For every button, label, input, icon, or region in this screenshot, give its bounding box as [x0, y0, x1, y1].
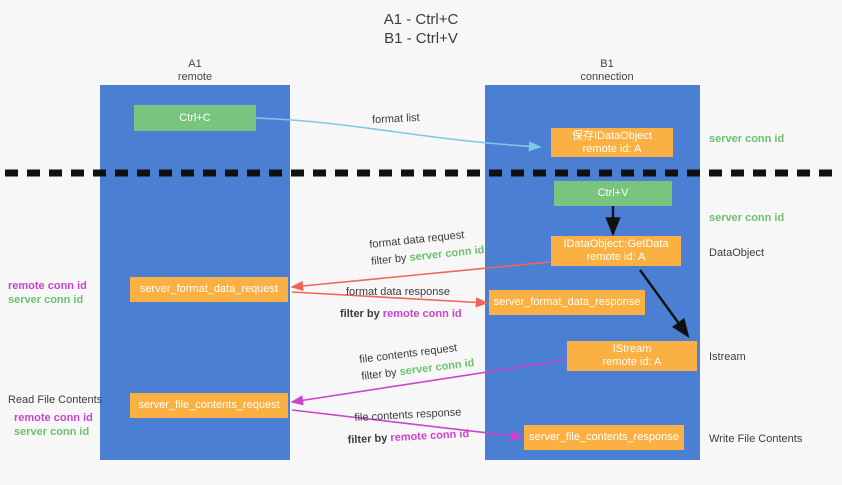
label-format-data-response-group: format data response filter by remote co…	[340, 285, 462, 321]
label-right-server-conn-mid: server conn id	[709, 212, 785, 224]
box-idataobject-getdata[interactable]: IDataObject::GetData remote id: A	[551, 236, 681, 266]
box-server-format-data-request[interactable]: server_format_data_request	[130, 277, 288, 302]
lane-b1-sub: connection	[580, 71, 634, 83]
title-line-2: B1 - Ctrl+V	[384, 30, 458, 47]
lane-header-b1: B1 connection	[537, 58, 677, 84]
lane-a1-name: A1	[188, 58, 202, 70]
label-format-data-response: format data response	[346, 286, 450, 298]
lane-header-a1: A1 remote	[125, 58, 265, 84]
box-server-file-contents-response-label: server_file_contents_response	[529, 431, 679, 443]
label-left-remote-conn-2: remote conn id	[14, 412, 93, 424]
label-left-remote-conn-1: remote conn id	[8, 280, 87, 292]
lane-a1-sub: remote	[177, 71, 213, 83]
lane-b1-name: B1	[600, 58, 614, 70]
filter-value-remote-conn-2: remote conn id	[390, 428, 470, 445]
box-istream-line2: remote id: A	[602, 356, 662, 368]
label-file-contents-response-filter: filter by remote conn id	[347, 427, 469, 447]
diagram-title: A1 - Ctrl+C B1 - Ctrl+V	[0, 10, 842, 48]
box-idataobject-getdata-line1: IDataObject::GetData	[563, 238, 669, 250]
filter-prefix-2: filter by	[340, 308, 383, 320]
label-right-istream: Istream	[709, 351, 746, 363]
label-right-write-file-contents: Write File Contents	[709, 433, 803, 445]
box-ctrl-v[interactable]: Ctrl+V	[554, 181, 672, 206]
label-file-contents-request-group: file contents request filter by server c…	[359, 339, 476, 384]
filter-prefix-1: filter by	[370, 251, 411, 268]
label-format-data-response-filter: filter by remote conn id	[340, 307, 462, 321]
filter-prefix-3: filter by	[360, 366, 401, 383]
box-save-idataobject[interactable]: 保存IDataObject remote id: A	[551, 128, 673, 157]
label-left-read-file-contents: Read File Contents	[8, 394, 103, 406]
label-file-contents-response-group: file contents response filter by remote …	[347, 405, 469, 447]
box-server-format-data-response[interactable]: server_format_data_response	[489, 290, 645, 315]
label-left-server-conn-1: server conn id	[8, 294, 84, 306]
filter-value-server-conn-1: server conn id	[408, 244, 485, 264]
label-left-conn-group-2: remote conn id server conn id	[14, 411, 93, 439]
box-server-file-contents-request[interactable]: server_file_contents_request	[130, 393, 288, 418]
box-idataobject-getdata-line2: remote id: A	[586, 251, 646, 263]
label-right-server-conn-top: server conn id	[709, 133, 785, 145]
box-ctrl-c[interactable]: Ctrl+C	[134, 105, 256, 131]
box-ctrl-c-label: Ctrl+C	[179, 111, 211, 124]
label-left-conn-group-1: remote conn id server conn id	[8, 279, 87, 307]
box-server-file-contents-response[interactable]: server_file_contents_response	[524, 425, 684, 450]
box-save-idataobject-line1: 保存IDataObject	[571, 129, 653, 142]
label-format-list: format list	[371, 111, 420, 127]
label-left-server-conn-2: server conn id	[14, 426, 90, 438]
phase-divider	[5, 169, 837, 177]
box-istream-line1: IStream	[612, 343, 652, 355]
box-istream[interactable]: IStream remote id: A	[567, 341, 697, 371]
box-ctrl-v-label: Ctrl+V	[597, 187, 629, 199]
filter-value-remote-conn-1: remote conn id	[382, 308, 462, 320]
label-format-data-request-group: format data request filter by server con…	[369, 226, 485, 269]
label-file-contents-response: file contents response	[354, 406, 462, 424]
title-line-1: A1 - Ctrl+C	[383, 11, 459, 28]
filter-prefix-4: filter by	[347, 432, 391, 447]
label-right-dataobject: DataObject	[709, 247, 765, 259]
box-server-format-data-request-label: server_format_data_request	[139, 283, 279, 295]
box-save-idataobject-line2: remote id: A	[582, 142, 642, 155]
box-server-format-data-response-label: server_format_data_response	[493, 296, 641, 308]
box-server-file-contents-request-label: server_file_contents_request	[138, 399, 280, 411]
